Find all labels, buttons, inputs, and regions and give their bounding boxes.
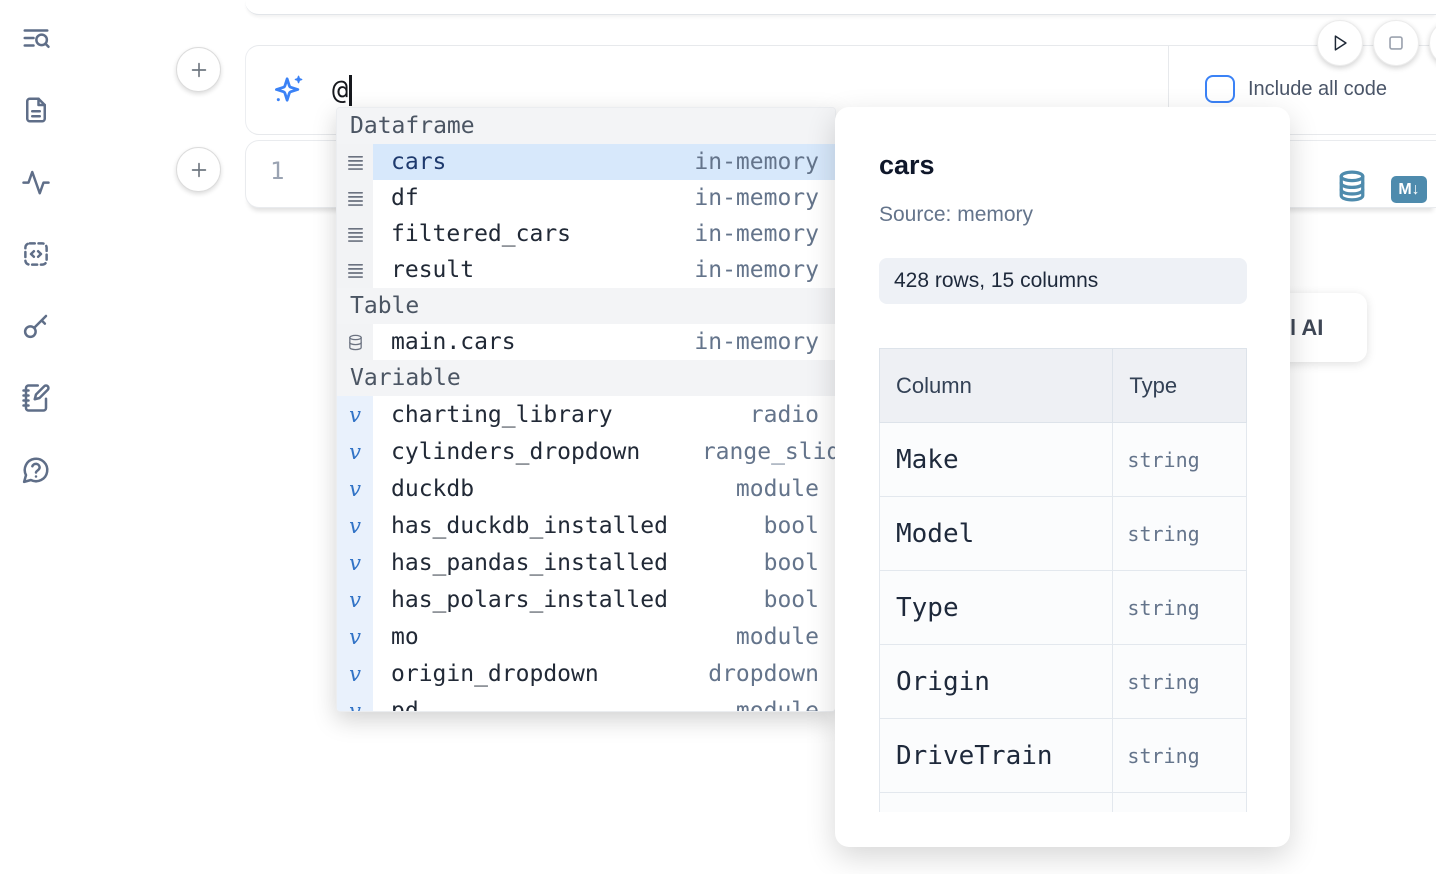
file-text-icon[interactable] bbox=[20, 94, 52, 126]
dataframe-rows-icon bbox=[337, 216, 373, 252]
include-all-code-checkbox[interactable] bbox=[1205, 75, 1235, 103]
completion-item-main-cars[interactable]: main.cars in-memory bbox=[337, 324, 835, 360]
type-header: Type bbox=[1112, 348, 1247, 423]
table-row: Model string bbox=[879, 496, 1247, 571]
key-icon[interactable] bbox=[20, 310, 52, 342]
completion-item-filtered-cars[interactable]: filtered_cars in-memory bbox=[337, 216, 835, 252]
text-search-icon[interactable] bbox=[20, 22, 52, 54]
variable-icon: v bbox=[337, 692, 373, 711]
preview-title: cars bbox=[879, 150, 935, 180]
divider bbox=[1168, 46, 1169, 134]
ai-button-label: l AI bbox=[1290, 314, 1324, 340]
completion-item-mo[interactable]: v mo module bbox=[337, 618, 835, 655]
dataframe-preview-panel: cars Source: memory 428 rows, 15 columns… bbox=[835, 107, 1290, 847]
include-all-code-label: Include all code bbox=[1248, 77, 1387, 100]
database-icon bbox=[337, 324, 373, 360]
dataframe-rows-icon bbox=[337, 144, 373, 180]
variable-icon: v bbox=[337, 544, 373, 581]
table-row: Origin string bbox=[879, 644, 1247, 719]
completion-item-duckdb[interactable]: v duckdb module bbox=[337, 470, 835, 507]
previous-cell-edge bbox=[245, 0, 1436, 15]
completion-item-result[interactable]: result in-memory bbox=[337, 252, 835, 288]
preview-source: Source: memory bbox=[879, 203, 1034, 226]
database-output-icon[interactable] bbox=[1335, 167, 1369, 210]
completion-section-header: Variable bbox=[337, 360, 835, 396]
help-chat-icon[interactable] bbox=[20, 454, 52, 486]
ai-prompt-input[interactable]: @ bbox=[332, 46, 353, 134]
completion-item-origin-dropdown[interactable]: v origin_dropdown dropdown bbox=[337, 655, 835, 692]
table-row-clipped bbox=[879, 792, 1247, 812]
variable-icon: v bbox=[337, 618, 373, 655]
preview-shape-badge: 428 rows, 15 columns bbox=[879, 258, 1247, 304]
markdown-badge[interactable]: M↓ bbox=[1391, 176, 1427, 203]
add-cell-button-bottom[interactable] bbox=[176, 147, 221, 192]
variable-icon: v bbox=[337, 396, 373, 433]
sidebar bbox=[20, 22, 52, 486]
variable-icon: v bbox=[337, 433, 373, 470]
dataframe-rows-icon bbox=[337, 252, 373, 288]
table-row: Type string bbox=[879, 570, 1247, 645]
completion-section-header: Table bbox=[337, 288, 835, 324]
activity-icon[interactable] bbox=[20, 166, 52, 198]
preview-schema-table: Column Type Make string Model string Typ… bbox=[879, 348, 1247, 812]
line-number: 1 bbox=[270, 157, 285, 185]
notebook-pen-icon[interactable] bbox=[20, 382, 52, 414]
stop-button[interactable] bbox=[1373, 20, 1419, 66]
code-square-icon[interactable] bbox=[20, 238, 52, 270]
completion-item-cylinders-dropdown[interactable]: v cylinders_dropdown range_slider bbox=[337, 433, 835, 470]
sparkles-icon bbox=[272, 73, 305, 111]
add-cell-button-top[interactable] bbox=[176, 47, 221, 92]
completion-item-has-pandas-installed[interactable]: v has_pandas_installed bool bbox=[337, 544, 835, 581]
column-header: Column bbox=[879, 348, 1114, 423]
completion-item-charting-library[interactable]: v charting_library radio bbox=[337, 396, 835, 433]
run-cell-button[interactable] bbox=[1317, 20, 1363, 66]
variable-icon: v bbox=[337, 655, 373, 692]
ai-prompt-value: @ bbox=[332, 74, 349, 106]
completion-section-header: Dataframe bbox=[337, 108, 835, 144]
variable-icon: v bbox=[337, 507, 373, 544]
completion-item-df[interactable]: df in-memory bbox=[337, 180, 835, 216]
table-row: DriveTrain string bbox=[879, 718, 1247, 793]
dataframe-rows-icon bbox=[337, 180, 373, 216]
completion-item-cars[interactable]: cars in-memory bbox=[337, 144, 835, 180]
variable-icon: v bbox=[337, 581, 373, 618]
completion-item-has-duckdb-installed[interactable]: v has_duckdb_installed bool bbox=[337, 507, 835, 544]
include-all-code-option: Include all code bbox=[1205, 75, 1387, 103]
completion-item-pd[interactable]: v pd module bbox=[337, 692, 835, 711]
completion-popup: Dataframe cars in-memory df in-memory fi… bbox=[336, 107, 836, 712]
table-row: Make string bbox=[879, 422, 1247, 497]
text-caret bbox=[349, 74, 353, 106]
variable-icon: v bbox=[337, 470, 373, 507]
completion-item-has-polars-installed[interactable]: v has_polars_installed bool bbox=[337, 581, 835, 618]
